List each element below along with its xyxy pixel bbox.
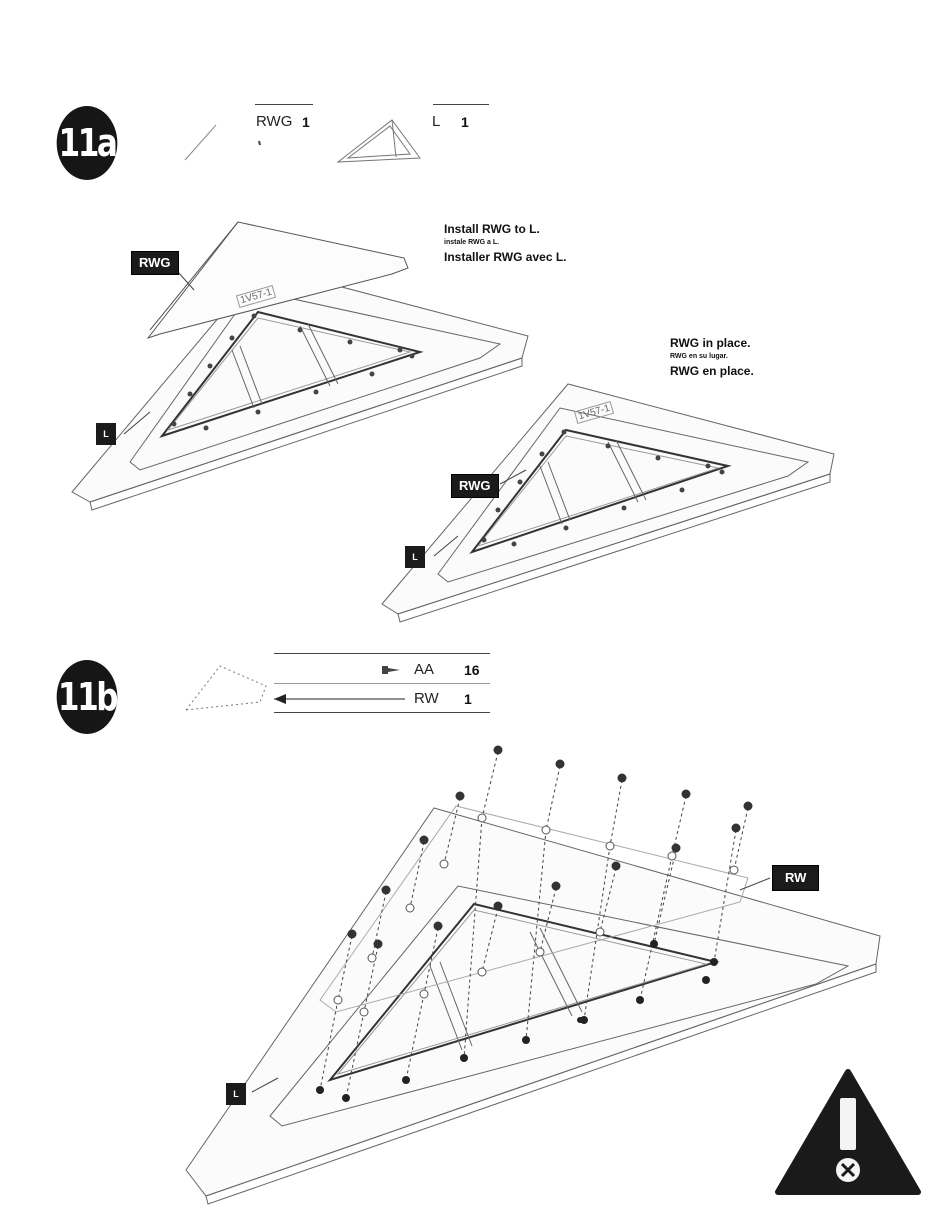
part-code-aa: AA bbox=[414, 661, 434, 678]
label-l-1: L bbox=[96, 423, 116, 445]
label-l-2: L bbox=[405, 546, 425, 568]
parts-divider bbox=[274, 683, 490, 684]
label-rwg-in-place: RWG bbox=[451, 474, 499, 498]
label-rwg-lifted: RWG bbox=[131, 251, 179, 275]
screw-icon bbox=[382, 666, 400, 674]
part-icon-rwg bbox=[185, 125, 216, 160]
part-icon-l bbox=[338, 120, 420, 162]
label-l-3: L bbox=[226, 1083, 246, 1105]
part-qty-aa: 16 bbox=[464, 662, 480, 678]
parts-divider bbox=[274, 653, 490, 654]
step-badge-11b: 11b bbox=[57, 660, 118, 734]
frame-l-drawing-2 bbox=[382, 384, 834, 622]
part-qty-rw: 1 bbox=[464, 691, 472, 707]
label-rw: RW bbox=[772, 865, 819, 891]
warning-triangle-icon bbox=[778, 1072, 918, 1192]
part-icon-rw bbox=[186, 666, 266, 710]
part-code-rw: RW bbox=[414, 690, 439, 707]
parts-divider bbox=[274, 712, 490, 713]
